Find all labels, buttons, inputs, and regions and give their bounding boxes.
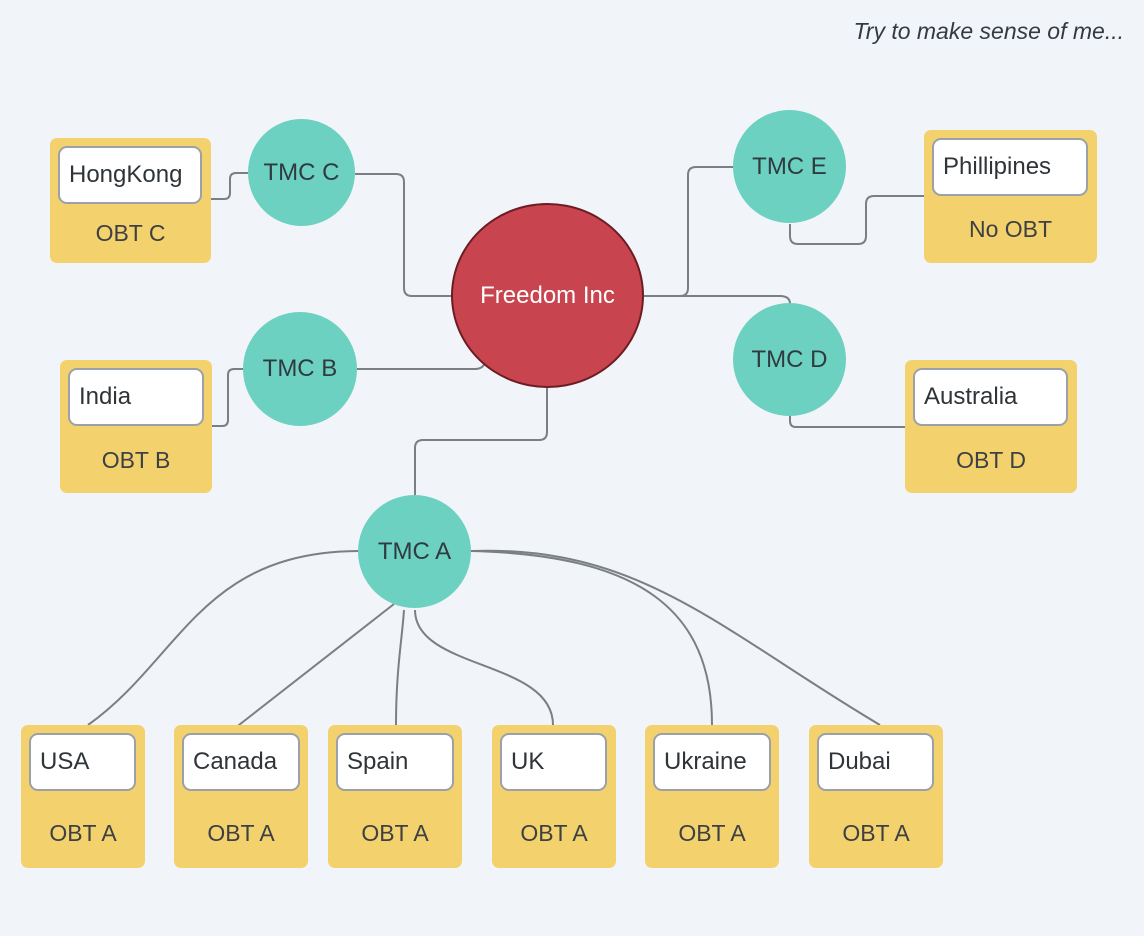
connector-tmc-c-hongkong <box>211 172 248 200</box>
connector-company-tmc-c <box>355 173 452 297</box>
connector-tmc-d-australia <box>789 416 905 428</box>
connector-tmc-b-india <box>212 368 243 427</box>
country-name: USA <box>29 733 136 791</box>
obt-label: OBT A <box>49 820 117 846</box>
tmc-label: TMC C <box>263 158 340 186</box>
tmc-node-e[interactable]: TMC E <box>733 110 846 223</box>
country-name: Australia <box>913 368 1068 426</box>
connector-tmc-a-ukraine <box>470 550 713 726</box>
country-name: Phillipines <box>932 138 1088 196</box>
country-name: Dubai <box>817 733 934 791</box>
connector-tmc-a-canada <box>229 603 395 733</box>
connector-tmc-a-usa <box>87 550 359 726</box>
company-label: Freedom Inc <box>480 281 615 309</box>
connector-tmc-a-spain <box>395 609 405 726</box>
country-name: Ukraine <box>653 733 771 791</box>
country-name: HongKong <box>58 146 202 204</box>
connector-company-tmc-d <box>644 295 791 305</box>
country-name: Canada <box>182 733 300 791</box>
obt-label: OBT A <box>842 820 910 846</box>
obt-label: No OBT <box>968 216 1053 242</box>
obt-label: OBT C <box>95 220 166 246</box>
country-card-india[interactable]: India OBT B <box>60 360 212 493</box>
obt-label: OBT A <box>678 820 746 846</box>
connector-tmc-e-phillipines <box>789 195 924 245</box>
country-name: UK <box>500 733 607 791</box>
country-card-canada[interactable]: Canada OBT A <box>174 725 308 868</box>
connector-tmc-a-dubai <box>470 549 881 726</box>
obt-label: OBT A <box>361 820 429 846</box>
obt-label: OBT D <box>956 447 1026 473</box>
country-card-usa[interactable]: USA OBT A <box>21 725 145 868</box>
country-name: Spain <box>336 733 454 791</box>
obt-label: OBT A <box>207 820 275 846</box>
connector-company-tmc-b <box>357 359 487 370</box>
country-card-phillipines[interactable]: Phillipines No OBT <box>924 130 1097 263</box>
country-card-spain[interactable]: Spain OBT A <box>328 725 462 868</box>
connector-tmc-a-uk <box>414 609 554 726</box>
tmc-label: TMC A <box>377 537 452 565</box>
tmc-label: TMC D <box>751 345 828 373</box>
tmc-node-a[interactable]: TMC A <box>358 495 471 608</box>
company-node[interactable]: Freedom Inc <box>451 203 644 388</box>
country-card-hongkong[interactable]: HongKong OBT C <box>50 138 211 263</box>
country-card-uk[interactable]: UK OBT A <box>492 725 616 868</box>
country-card-ukraine[interactable]: Ukraine OBT A <box>645 725 779 868</box>
tmc-node-b[interactable]: TMC B <box>243 312 357 426</box>
country-name: India <box>68 368 204 426</box>
tmc-label: TMC B <box>262 355 338 382</box>
obt-label: OBT B <box>101 447 171 473</box>
tmc-label: TMC E <box>752 152 827 180</box>
country-card-dubai[interactable]: Dubai OBT A <box>809 725 943 868</box>
obt-label: OBT A <box>520 820 588 846</box>
connector-company-tmc-e <box>644 166 733 297</box>
tmc-node-c[interactable]: TMC C <box>248 119 355 226</box>
tmc-node-d[interactable]: TMC D <box>733 303 846 416</box>
country-card-australia[interactable]: Australia OBT D <box>905 360 1077 493</box>
connector-company-tmc-a <box>414 388 548 495</box>
diagram-caption: Try to make sense of me... <box>853 18 1124 44</box>
